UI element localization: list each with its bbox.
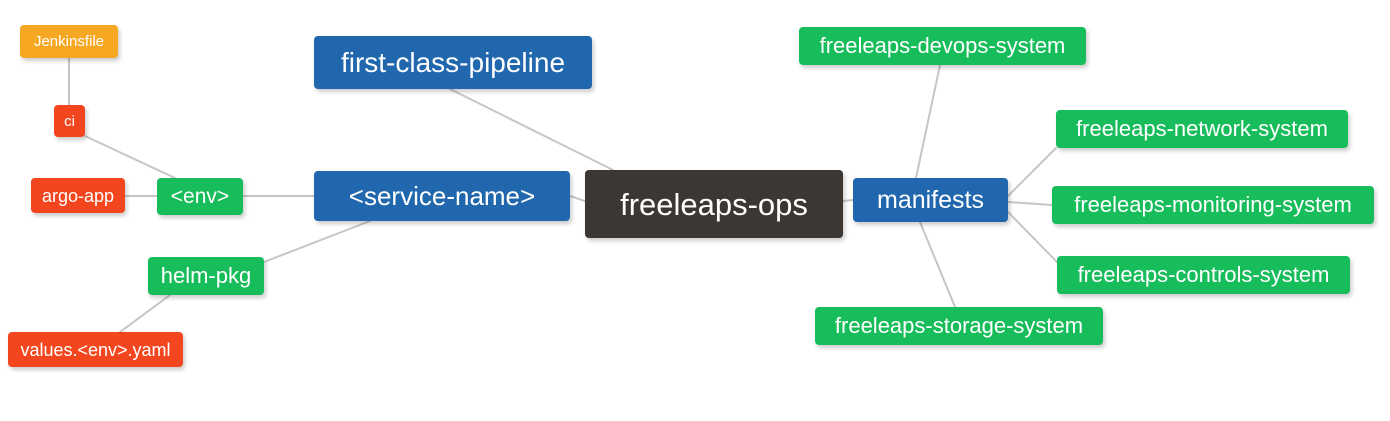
node-freeleaps-monitoring-system[interactable]: freeleaps-monitoring-system (1052, 186, 1374, 224)
node-label-env: <env> (170, 185, 230, 208)
edge-freeleaps-devops-system-to-manifests (915, 64, 941, 179)
node-label-helm-pkg: helm-pkg (160, 263, 252, 288)
node-values-env-yaml[interactable]: values.<env>.yaml (8, 332, 183, 367)
node-label-freeleaps-controls-system: freeleaps-controls-system (1077, 262, 1330, 287)
node-label-first-class-pipeline: first-class-pipeline (340, 46, 566, 78)
node-label-freeleaps-devops-system: freeleaps-devops-system (819, 33, 1066, 58)
edge-first-class-pipeline-to-freeleaps-ops (449, 88, 614, 171)
node-label-ci: ci (64, 112, 75, 130)
edge-freeleaps-storage-system-to-manifests (919, 221, 956, 308)
node-label-freeleaps-monitoring-system: freeleaps-monitoring-system (1074, 192, 1352, 217)
node-jenkinsfile[interactable]: Jenkinsfile (20, 25, 118, 58)
node-freeleaps-network-system[interactable]: freeleaps-network-system (1056, 110, 1348, 148)
node-ci[interactable]: ci (54, 105, 85, 137)
node-freeleaps-devops-system[interactable]: freeleaps-devops-system (799, 27, 1086, 65)
edge-values-env-yaml-to-helm-pkg (119, 294, 171, 333)
node-label-manifests: manifests (877, 185, 984, 214)
node-label-freeleaps-storage-system: freeleaps-storage-system (834, 313, 1084, 338)
edge-helm-pkg-to-service-name (263, 220, 371, 263)
node-helm-pkg[interactable]: helm-pkg (148, 257, 264, 295)
edge-freeleaps-ops-to-manifests (842, 199, 854, 202)
node-env[interactable]: <env> (157, 178, 243, 215)
node-service-name[interactable]: <service-name> (314, 171, 570, 221)
node-first-class-pipeline[interactable]: first-class-pipeline (314, 36, 592, 89)
edge-freeleaps-network-system-to-manifests (1007, 147, 1057, 197)
node-label-freeleaps-ops: freeleaps-ops (620, 186, 808, 222)
node-label-freeleaps-network-system: freeleaps-network-system (1076, 116, 1328, 141)
edge-freeleaps-controls-system-to-manifests (1007, 211, 1058, 263)
edge-ci-to-env (84, 135, 176, 179)
node-label-argo-app: argo-app (41, 185, 115, 206)
node-freeleaps-ops[interactable]: freeleaps-ops (585, 170, 843, 238)
node-label-values-env-yaml: values.<env>.yaml (20, 339, 171, 360)
node-manifests[interactable]: manifests (853, 178, 1008, 222)
edge-freeleaps-monitoring-system-to-manifests (1007, 201, 1053, 206)
node-label-service-name: <service-name> (348, 181, 536, 211)
node-argo-app[interactable]: argo-app (31, 178, 125, 213)
node-freeleaps-storage-system[interactable]: freeleaps-storage-system (815, 307, 1103, 345)
node-label-jenkinsfile: Jenkinsfile (33, 33, 105, 50)
edge-service-name-to-freeleaps-ops (569, 195, 586, 202)
node-freeleaps-controls-system[interactable]: freeleaps-controls-system (1057, 256, 1350, 294)
